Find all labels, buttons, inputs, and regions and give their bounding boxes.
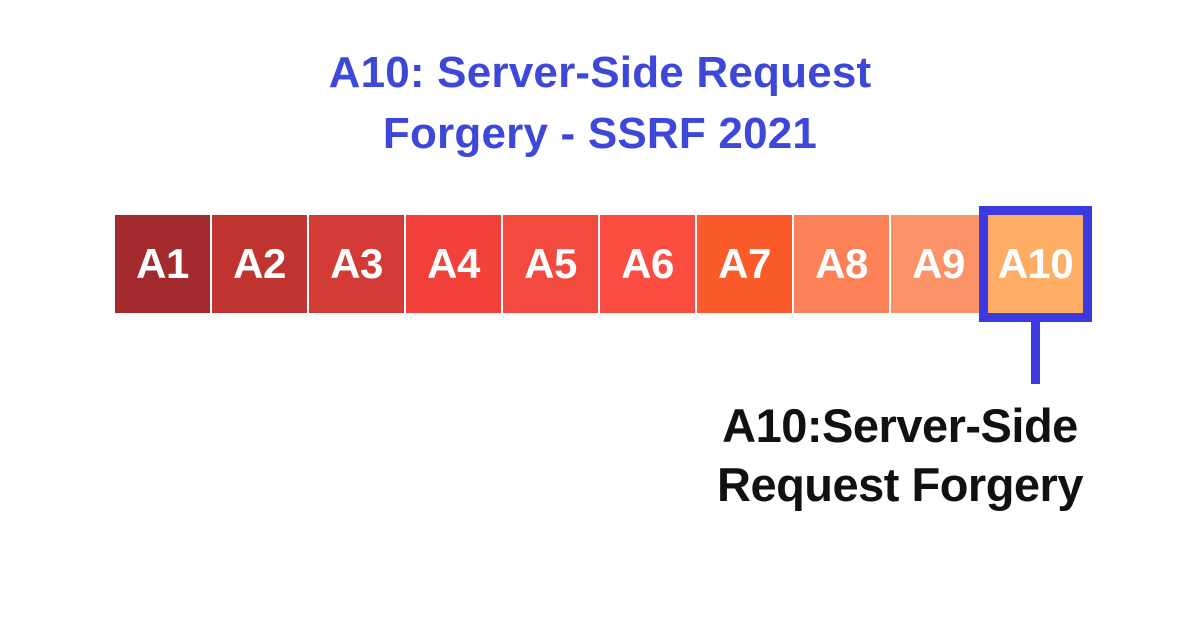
strip-cell-a7: A7 xyxy=(697,215,792,313)
strip-cell-a5: A5 xyxy=(503,215,598,313)
page-title-line1: A10: Server-Side Request xyxy=(328,48,872,97)
strip-cell-a8: A8 xyxy=(794,215,889,313)
a10-callout-line2: Request Forgery xyxy=(717,458,1083,511)
strip-cell-a6: A6 xyxy=(600,215,695,313)
a10-callout-label: A10:Server-Side Request Forgery xyxy=(650,396,1150,514)
page-title-line2: Forgery - SSRF 2021 xyxy=(382,109,818,158)
strip-cell-a9: A9 xyxy=(891,215,986,313)
strip-cell-a10: A10 xyxy=(988,215,1083,313)
strip-cell-a4: A4 xyxy=(406,215,501,313)
a10-connector-line xyxy=(1031,322,1040,384)
page-title: A10: Server-Side Request Forgery - SSRF … xyxy=(0,42,1200,164)
strip-cell-a2: A2 xyxy=(212,215,307,313)
strip-cell-a3: A3 xyxy=(309,215,404,313)
a10-callout-line1: A10:Server-Side xyxy=(722,399,1078,452)
strip-cell-a1: A1 xyxy=(115,215,210,313)
